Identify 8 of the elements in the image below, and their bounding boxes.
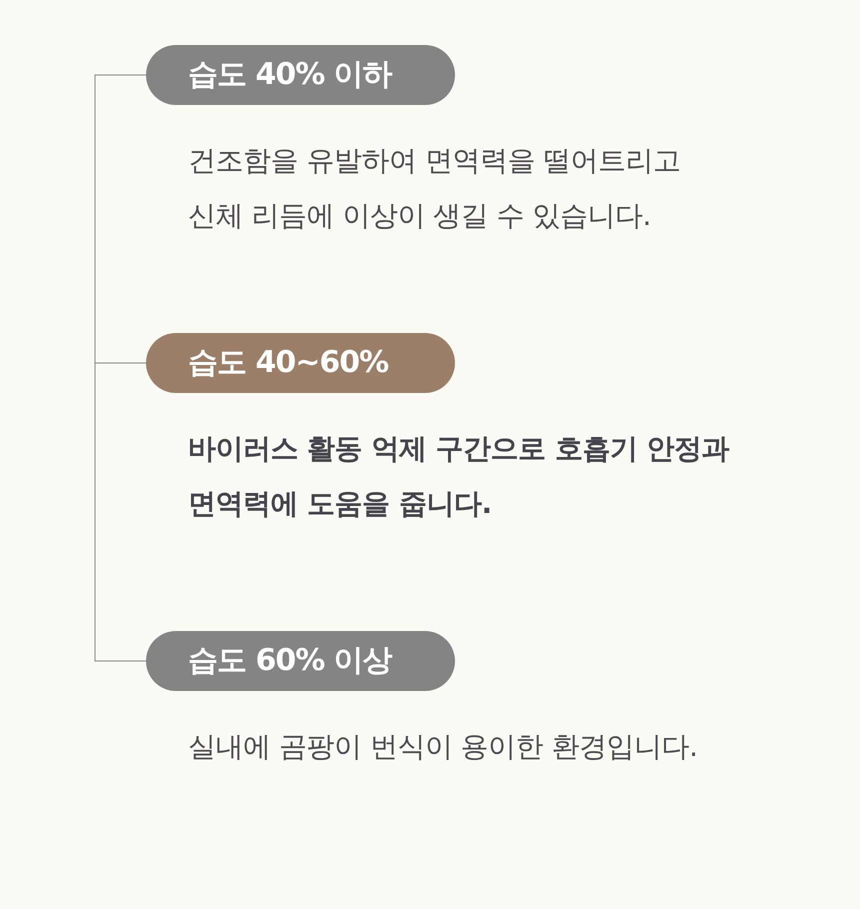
connector-line (94, 362, 146, 662)
connector-line (94, 74, 146, 364)
humidity-range-pill: 습도 60% 이상 (146, 631, 455, 691)
humidity-range-pill: 습도 40% 이하 (146, 45, 455, 105)
description-text: 실내에 곰팡이 번식이 용이한 환경입니다. (188, 729, 699, 765)
humidity-range-pill: 습도 40~60% (146, 333, 455, 393)
description-text: 건조함을 유발하여 면역력을 떨어트리고 신체 리듬에 이상이 생길 수 있습니다. (188, 143, 682, 234)
description-text: 바이러스 활동 억제 구간으로 호흡기 안정과 면역력에 도움을 줍니다. (188, 431, 730, 522)
